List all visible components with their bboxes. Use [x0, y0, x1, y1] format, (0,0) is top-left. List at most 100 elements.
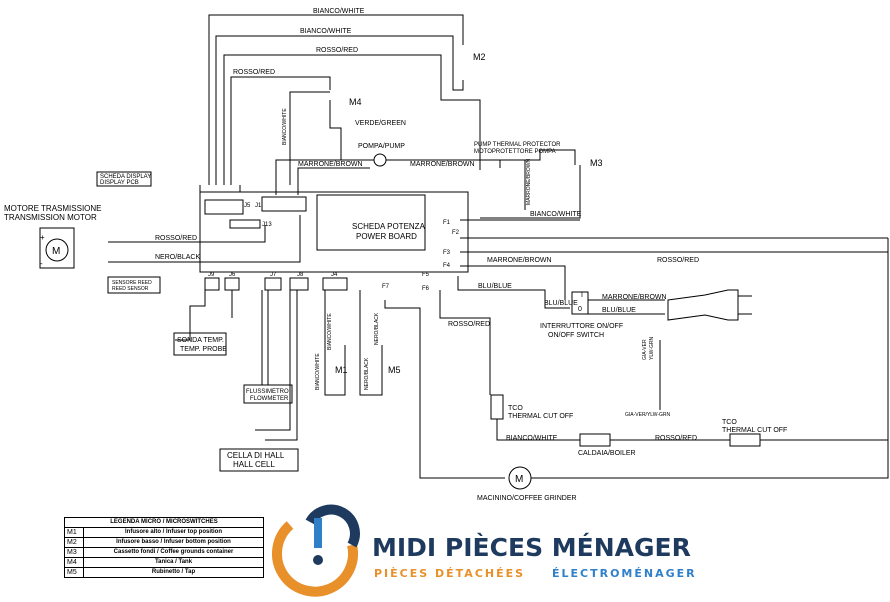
- label-blu-f6: BLU/BLUE: [478, 283, 512, 290]
- label-j13: J13: [262, 222, 272, 228]
- label-gialloverde-1: GIA-VER: [642, 339, 648, 360]
- label-f5: F5: [422, 272, 430, 278]
- label-interr-2: ON/OFF SWITCH: [548, 332, 604, 339]
- label-marrone-2: MARRONE/BROWN: [410, 161, 475, 168]
- legend-desc: Infusore alto / Infuser top position: [83, 527, 264, 538]
- label-pump-protector-2: MOTOPROTETTORE POMPA: [474, 149, 556, 155]
- legend-code: M1: [64, 527, 84, 538]
- brand-tagline-1: PIÈCES DÉTACHÉES: [374, 567, 525, 580]
- label-nero-black: NERO/BLACK: [155, 254, 200, 261]
- legend-code: M5: [64, 567, 84, 578]
- label-hall-2: HALL CELL: [233, 460, 276, 469]
- legend-title: LEGENDA MICRO / MICROSWITCHES: [64, 517, 264, 528]
- label-nero-m5: NERO/BLACK: [364, 357, 370, 390]
- legend-code: M3: [64, 547, 84, 558]
- label-m4: M4: [349, 97, 362, 107]
- tco-left-symbol: [490, 394, 504, 420]
- label-bianco-white-r: BIANCO/WHITE: [530, 211, 582, 218]
- label-rosso-boiler: ROSSO/RED: [655, 435, 697, 442]
- label-blu-sw: BLU/BLUE: [544, 300, 578, 307]
- label-f1: F1: [443, 220, 451, 226]
- brand-tagline-2: ÉLECTROMÉNAGER: [552, 567, 697, 580]
- label-bianco-m1b: BIANCO/WHITE: [327, 313, 333, 350]
- label-bianco-white-vert: BIANCO/WHITE: [282, 108, 288, 145]
- label-j9: J9: [208, 272, 215, 278]
- label-gia-ver-ylw: GIA-VER/YLW-GRN: [625, 412, 670, 418]
- label-pump-protector-1: PUMP THERMAL PROTECTOR: [474, 142, 561, 148]
- label-marrone-f4: MARRONE/BROWN: [487, 257, 552, 264]
- brand-logo-icon: [272, 504, 360, 597]
- label-m5: M5: [388, 365, 401, 375]
- label-grinder-m: M: [515, 474, 523, 485]
- label-m3: M3: [590, 158, 603, 168]
- label-motor-m: M: [52, 246, 60, 257]
- label-rosso-red-motor: ROSSO/RED: [155, 235, 197, 242]
- label-switch-i: I: [581, 292, 583, 299]
- label-caldaia: CALDAIA/BOILER: [578, 450, 636, 457]
- label-tco-1: TCO: [508, 405, 523, 412]
- label-wire-rosso-1: ROSSO/RED: [316, 47, 358, 54]
- label-interr-1: INTERRUTTORE ON/OFF: [540, 323, 623, 330]
- label-j7: J7: [270, 272, 277, 278]
- label-flussi-2: FLOWMETER: [250, 396, 289, 402]
- label-tco-3: TCO: [722, 419, 737, 426]
- label-hall-1: CELLA DI HALL: [227, 451, 285, 460]
- label-f4: F4: [443, 263, 451, 269]
- legend-desc: Infusore basso / Infuser bottom position: [83, 537, 264, 548]
- label-verde-green: VERDE/GREEN: [355, 120, 406, 127]
- label-wire-bianco-top: BIANCO/WHITE: [313, 8, 365, 15]
- label-tco-2: THERMAL CUT OFF: [508, 413, 573, 420]
- label-switch-o: 0: [578, 306, 582, 313]
- label-bianco-m1: BIANCO/WHITE: [315, 353, 321, 390]
- label-rosso-f7: ROSSO/RED: [448, 321, 490, 328]
- label-scheda-potenza-1: SCHEDA POTENZA: [352, 222, 426, 231]
- microswitch-legend: LEGENDA MICRO / MICROSWITCHES M1 Infusor…: [64, 517, 264, 578]
- tco-right-symbol: [729, 433, 761, 447]
- label-f7: F7: [382, 284, 390, 290]
- legend-desc: Cassetto fondi / Coffee grounds containe…: [83, 547, 264, 558]
- legend-row: M2 Infusore basso / Infuser bottom posit…: [64, 537, 264, 548]
- label-plus: +: [40, 233, 45, 242]
- legend-row: M3 Cassetto fondi / Coffee grounds conta…: [64, 547, 264, 558]
- label-macinino: MACININO/COFFEE GRINDER: [477, 495, 577, 502]
- label-rosso-f3: ROSSO/RED: [657, 257, 699, 264]
- label-j4: J4: [331, 272, 338, 278]
- label-scheda-display-2: DISPLAY PCB: [100, 180, 139, 186]
- label-motore-2: TRANSMISSION MOTOR: [4, 213, 97, 222]
- legend-code: M4: [64, 557, 84, 568]
- label-sensore-2: REED SENSOR: [112, 286, 149, 292]
- label-marrone-vert: MARRONE/BROWN: [526, 159, 532, 206]
- grinder-motor: [508, 466, 532, 490]
- label-blu-plug: BLU/BLUE: [602, 307, 636, 314]
- label-j6: J6: [229, 272, 236, 278]
- label-sensore-1: SENSORE REED: [112, 280, 152, 286]
- label-m2: M2: [473, 52, 486, 62]
- legend-row: M4 Tanica / Tank: [64, 557, 264, 568]
- boiler-symbol: [579, 433, 611, 447]
- label-sonda-1: SONDA TEMP.: [177, 337, 224, 344]
- legend-row: M1 Infusore alto / Infuser top position: [64, 527, 264, 538]
- label-scheda-potenza-2: POWER BOARD: [356, 232, 417, 241]
- brand-name: MIDI PIÈCES MÉNAGER: [372, 533, 691, 562]
- label-minus: -: [40, 259, 43, 268]
- label-j8: J8: [297, 272, 304, 278]
- label-marrone-1: MARRONE/BROWN: [298, 161, 363, 168]
- label-wire-bianco-2: BIANCO/WHITE: [300, 28, 352, 35]
- label-wire-rosso-2: ROSSO/RED: [233, 69, 275, 76]
- label-f2: F2: [452, 230, 460, 236]
- power-plug: [667, 289, 739, 321]
- legend-code: M2: [64, 537, 84, 548]
- label-bianco-boiler: BIANCO/WHITE: [506, 435, 558, 442]
- label-motore-1: MOTORE TRASMISSIONE: [4, 204, 102, 213]
- label-marrone-plug: MARRONE/BROWN: [602, 294, 667, 301]
- label-j1: J1: [255, 203, 262, 209]
- legend-row: M5 Rubinetto / Tap: [64, 567, 264, 578]
- legend-desc: Rubinetto / Tap: [83, 567, 264, 578]
- label-gialloverde-2: YLW-GRN: [649, 336, 655, 360]
- label-m1: M1: [335, 365, 348, 375]
- label-sonda-2: TEMP. PROBE: [180, 346, 227, 353]
- label-f3: F3: [443, 250, 451, 256]
- label-flussi-1: FLUSSIMETRO: [246, 389, 289, 395]
- pump-symbol: [373, 153, 387, 167]
